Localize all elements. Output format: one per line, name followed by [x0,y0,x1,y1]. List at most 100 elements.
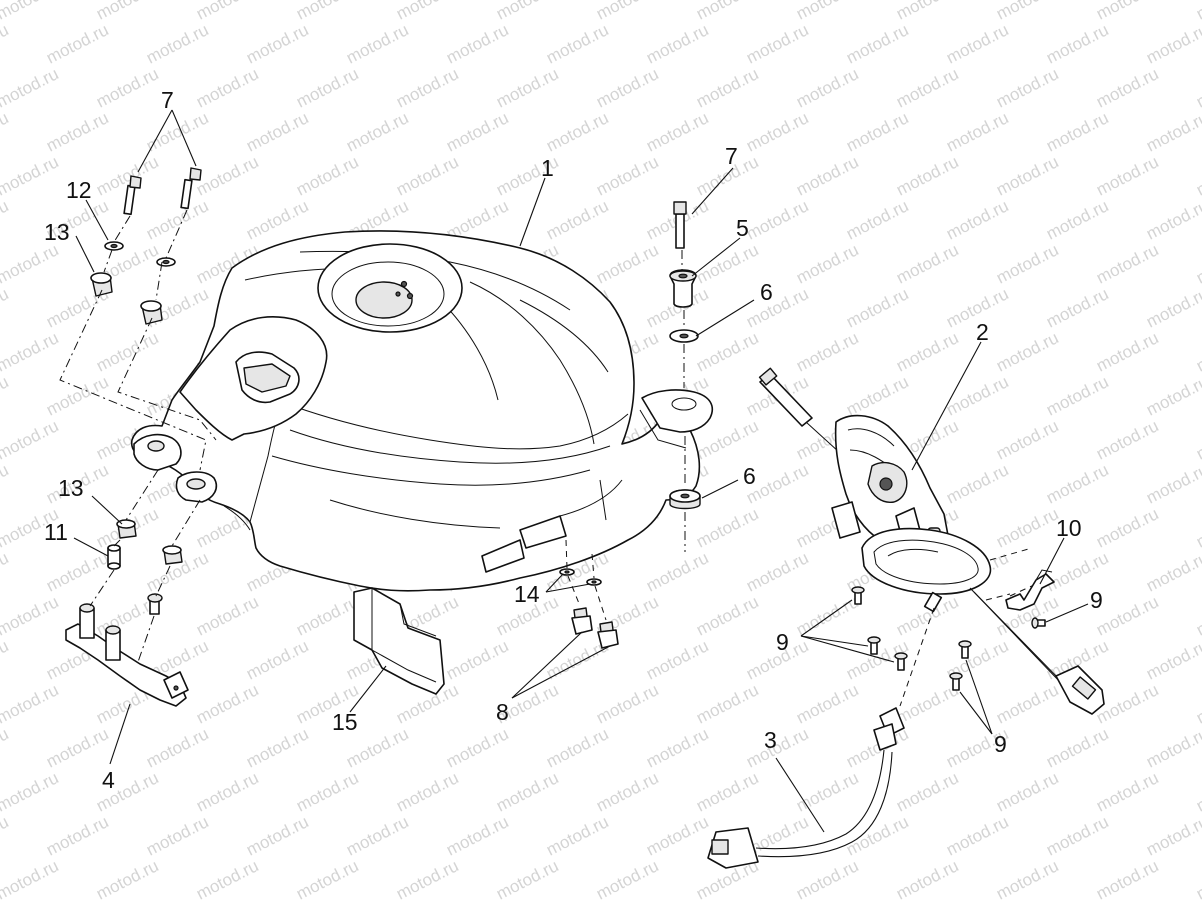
bolt-7-left-b [180,167,202,210]
watermark-text: motod.ru [1143,284,1202,331]
watermark-text: motod.ru [843,372,911,419]
watermark-text: motod.ru [1143,20,1202,67]
leader-lines [73,109,1089,833]
watermark-text: motod.ru [293,856,361,902]
watermark-text: motod.ru [1193,856,1202,902]
callout-9-left: 9 [776,629,789,655]
watermark-text: motod.ru [243,812,311,859]
watermark-text: motod.ru [893,680,961,727]
screw-9-c [894,652,908,671]
watermark-text: motod.ru [93,0,161,24]
fuel-line-connector [707,827,759,869]
callout-7-right: 7 [725,143,738,169]
watermark-text: motod.ru [0,416,62,463]
watermark-text: motod.ru [1193,152,1202,199]
clip-8-b [597,629,619,649]
watermark-text: motod.ru [543,724,611,771]
screw-9-a [851,586,865,605]
watermark-text: motod.ru [393,152,461,199]
watermark-text: motod.ru [93,856,161,902]
watermark-text: motod.ru [693,592,761,639]
watermark-text: motod.ru [893,0,961,24]
watermark-text: motod.ru [993,0,1061,24]
watermark-text: motod.ru [843,108,911,155]
watermark-text: motod.ru [593,64,661,111]
watermark-text: motod.ru [393,64,461,111]
callout-9-bottom: 9 [994,731,1007,757]
callout-7-left: 7 [161,87,174,113]
watermark-text: motod.ru [0,372,12,419]
callout-labels: 1 2 3 4 5 6 6 7 7 8 9 9 9 10 11 12 13 13… [44,87,1103,793]
watermark-text: motod.ru [743,724,811,771]
screw-9-e [949,672,963,691]
watermark-text: motod.ru [193,0,261,24]
watermark-text: motod.ru [0,196,12,243]
watermark-text: motod.ru [0,460,12,507]
watermark-text: motod.ru [143,724,211,771]
watermark-text: motod.ru [193,768,261,815]
watermark-text: motod.ru [743,20,811,67]
watermark-text: motod.ru [143,812,211,859]
watermark-text: motod.ru [193,152,261,199]
watermark-text: motod.ru [993,64,1061,111]
screw-9-d [958,640,972,659]
watermark-text: motod.ru [0,724,12,771]
watermark-text: motod.ru [493,768,561,815]
watermark-text: motod.ru [443,20,511,67]
watermark-text: motod.ru [1143,548,1202,595]
watermark-text: motod.ru [93,64,161,111]
watermark-text: motod.ru [443,812,511,859]
watermark-text: motod.ru [1043,20,1111,67]
watermark-text: motod.ru [243,724,311,771]
watermark-text: motod.ru [1193,328,1202,375]
watermark-text: motod.ru [293,64,361,111]
watermark-text: motod.ru [1093,240,1161,287]
watermark-text: motod.ru [993,680,1061,727]
watermark-text: motod.ru [0,592,62,639]
callout-9-right: 9 [1090,587,1103,613]
watermark-text: motod.ru [1093,768,1161,815]
clip-8-a [571,615,593,635]
watermark-text: motod.ru [693,504,761,551]
watermark-text: motod.ru [343,108,411,155]
callout-14: 14 [514,581,540,607]
watermark-text: motod.ru [1043,724,1111,771]
watermark-text: motod.ru [1193,768,1202,815]
watermark-text: motod.ru [393,768,461,815]
watermark-text: motod.ru [693,64,761,111]
callout-1: 1 [541,155,554,181]
screw-9-b [867,636,881,655]
watermark-text: motod.ru [0,328,62,375]
watermark-text: motod.ru [693,768,761,815]
watermark-text: motod.ru [593,240,661,287]
watermark-text: motod.ru [543,812,611,859]
watermark-text: motod.ru [93,328,161,375]
callout-5: 5 [736,215,749,241]
watermark-text: motod.ru [993,240,1061,287]
watermark-text: motod.ru [643,108,711,155]
watermark-text: motod.ru [893,240,961,287]
callout-4: 4 [102,767,115,793]
watermark-text: motod.ru [1093,504,1161,551]
watermark-text: motod.ru [693,680,761,727]
callout-6-upper: 6 [760,279,773,305]
watermark-text: motod.ru [443,724,511,771]
watermark-text: motod.ru [1043,372,1111,419]
watermark-text: motod.ru [1193,680,1202,727]
watermark-text: motod.ru [943,196,1011,243]
watermark-text: motod.ru [1043,108,1111,155]
watermark-text: motod.ru [1093,592,1161,639]
watermark-text: motod.ru [593,680,661,727]
watermark-text: motod.ru [243,108,311,155]
watermark-text: motod.ru [643,812,711,859]
callout-10: 10 [1056,515,1082,541]
watermark-text: motod.ru [993,768,1061,815]
watermark-text: motod.ru [1193,240,1202,287]
watermark-text: motod.ru [643,724,711,771]
watermark-text: motod.ru [543,20,611,67]
watermark-text: motod.ru [843,20,911,67]
watermark-text: motod.ru [993,328,1061,375]
watermark-text: motod.ru [1093,416,1161,463]
watermark-text: motod.ru [493,64,561,111]
watermark-text: motod.ru [893,152,961,199]
